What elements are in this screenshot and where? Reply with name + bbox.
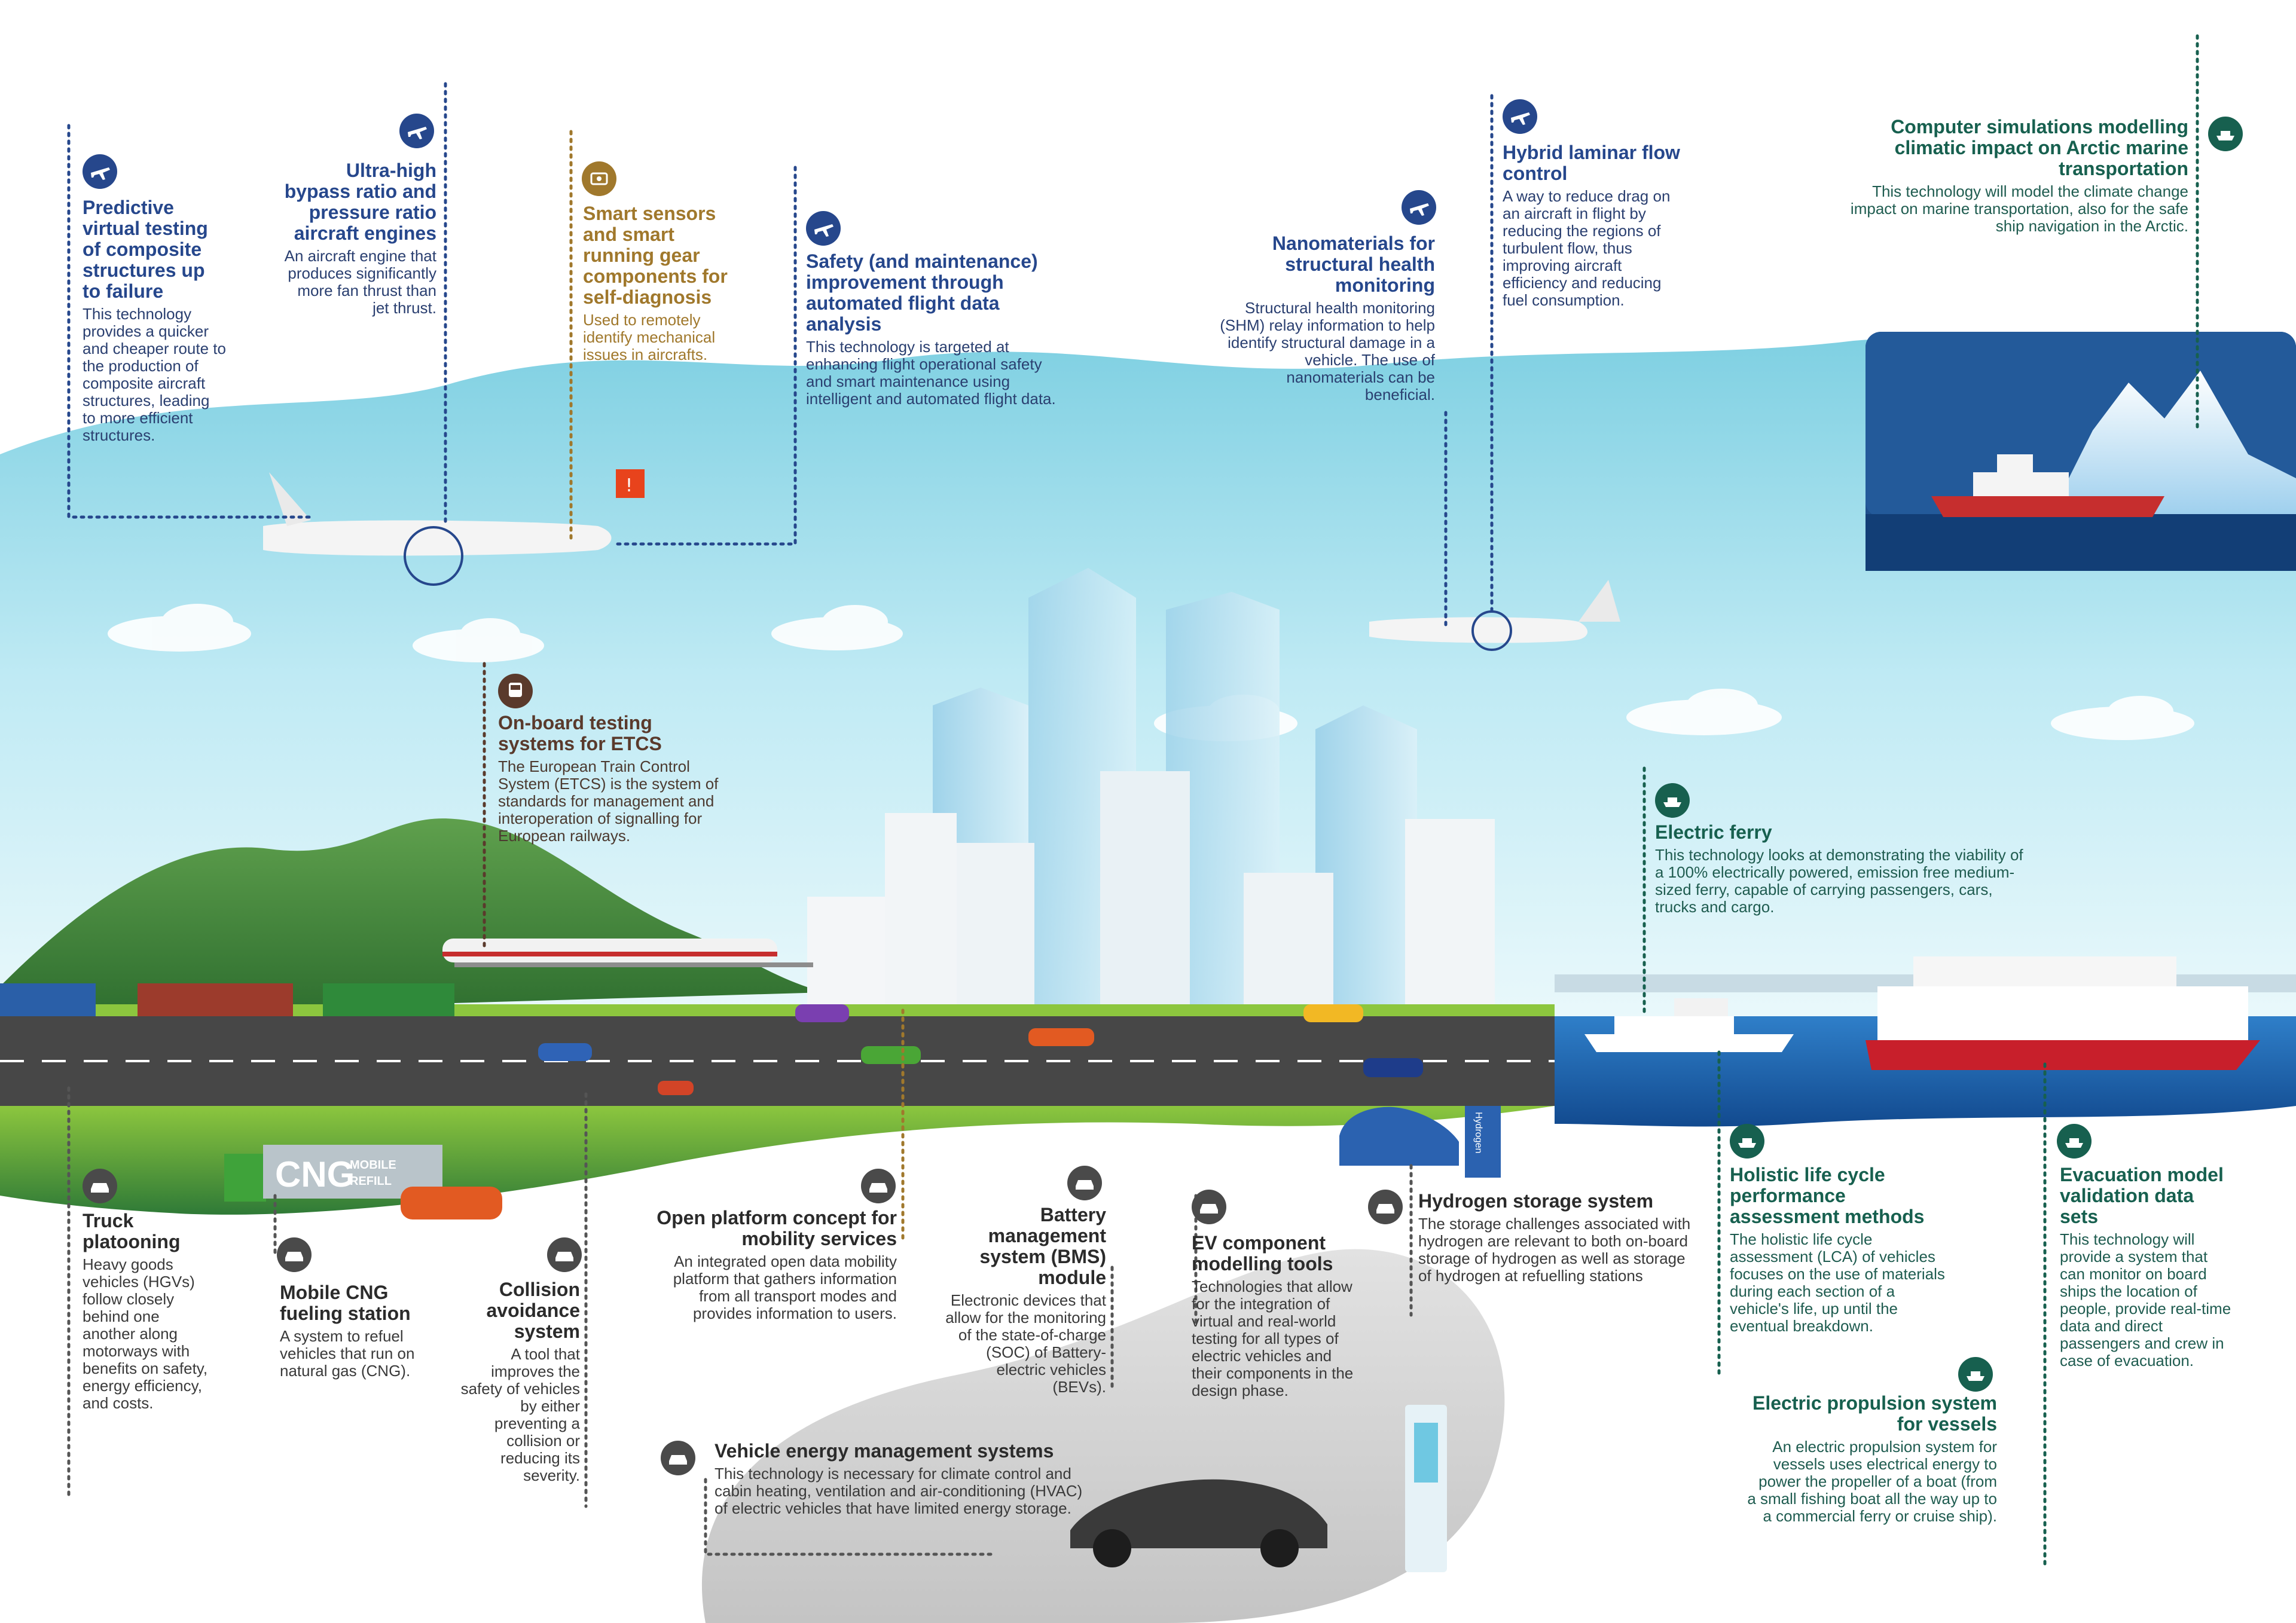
train-icon [498,674,533,708]
annotation-open-platform: Open platform concept for mobility servi… [657,1207,897,1322]
cng-trailer-label: CNG [275,1154,355,1194]
annotation-cng-station: Mobile CNG fueling station A system to r… [280,1282,415,1380]
annotation-ev-modelling: EV component modelling tools Technologie… [1192,1232,1354,1399]
airplane-icon [1402,190,1436,225]
annotation-etcs: On-board testing systems for ETCS The Eu… [498,712,719,845]
ev-charger [1405,1405,1447,1572]
annotation-arctic-simulations: Computer simulations modelling climatic … [1850,116,2188,235]
sea-area [1555,956,2296,1127]
city-skyline [807,568,1495,1016]
car-icon [1192,1190,1226,1224]
sky-band [0,338,2296,1016]
ship-icon [2208,117,2243,151]
cars [538,1004,1423,1095]
annotation-nanomaterials: Nanomaterials for structural health moni… [1220,233,1435,404]
airplane-right [1369,580,1620,651]
annotation-electric-ferry: Electric ferry This technology looks at … [1655,821,2023,916]
electric-car [1070,1479,1327,1567]
annotation-flight-data: Safety (and maintenance) improvement thr… [806,250,1056,408]
car-icon [1067,1166,1102,1200]
hydrogen-station: Hydrogen [1339,1106,1501,1178]
ship-icon [2057,1124,2092,1159]
electric-ferry-ship [1584,998,1794,1052]
sensor-icon [582,161,616,196]
train [442,939,813,967]
annotation-lca: Holistic life cycle performance assessme… [1730,1164,1945,1335]
annotation-collision-avoidance: Collision avoidance system A tool that i… [460,1279,580,1484]
airplane-icon [399,114,434,148]
airplane-icon [1503,99,1537,134]
ship-icon [1655,783,1690,818]
airplane-icon [806,211,841,246]
car-icon [547,1237,582,1272]
svg-text:MOBILE: MOBILE [350,1159,396,1172]
annotation-hydrogen-storage: Hydrogen storage system The storage chal… [1418,1190,1691,1285]
arctic-panel [1866,332,2296,571]
truck-platoon [0,983,454,1016]
annotation-truck-platooning: Truck platooning Heavy goods vehicles (H… [83,1210,208,1412]
car-icon [277,1237,312,1272]
annotation-evacuation: Evacuation model validation data sets Th… [2060,1164,2231,1370]
annotation-laminar-flow: Hybrid laminar flow control A way to red… [1503,142,1680,309]
cruise-ship [1866,956,2260,1070]
hydrogen-pump-label: Hydrogen [1473,1112,1483,1153]
car-icon [1368,1190,1403,1224]
annotation-bms: Battery management system (BMS) module E… [945,1204,1106,1396]
airplane-left [263,472,612,586]
annotation-electric-propulsion: Electric propulsion system for vessels A… [1747,1392,1997,1525]
icebreaker-ship [1931,454,2164,517]
ship-icon [1730,1124,1764,1159]
ship-icon [1958,1357,1993,1392]
annotation-predictive-testing: Predictive virtual testing of composite … [83,197,226,444]
annotation-smart-sensors: Smart sensors and smart running gear com… [583,203,728,363]
cng-truck: CNG MOBILE REFILL [224,1145,502,1219]
airplane-icon [83,154,117,189]
car-icon [83,1169,117,1203]
annotation-ultra-high-bypass: Ultra-high bypass ratio and pressure rat… [284,160,436,317]
car-icon [661,1441,695,1475]
leader-lines [67,34,2199,1568]
annotation-vehicle-energy: Vehicle energy management systems This t… [715,1440,1083,1517]
svg-text:REFILL: REFILL [350,1175,392,1188]
warning-sign: ! [616,469,645,498]
svg-text:!: ! [625,475,633,496]
car-icon [861,1169,896,1203]
